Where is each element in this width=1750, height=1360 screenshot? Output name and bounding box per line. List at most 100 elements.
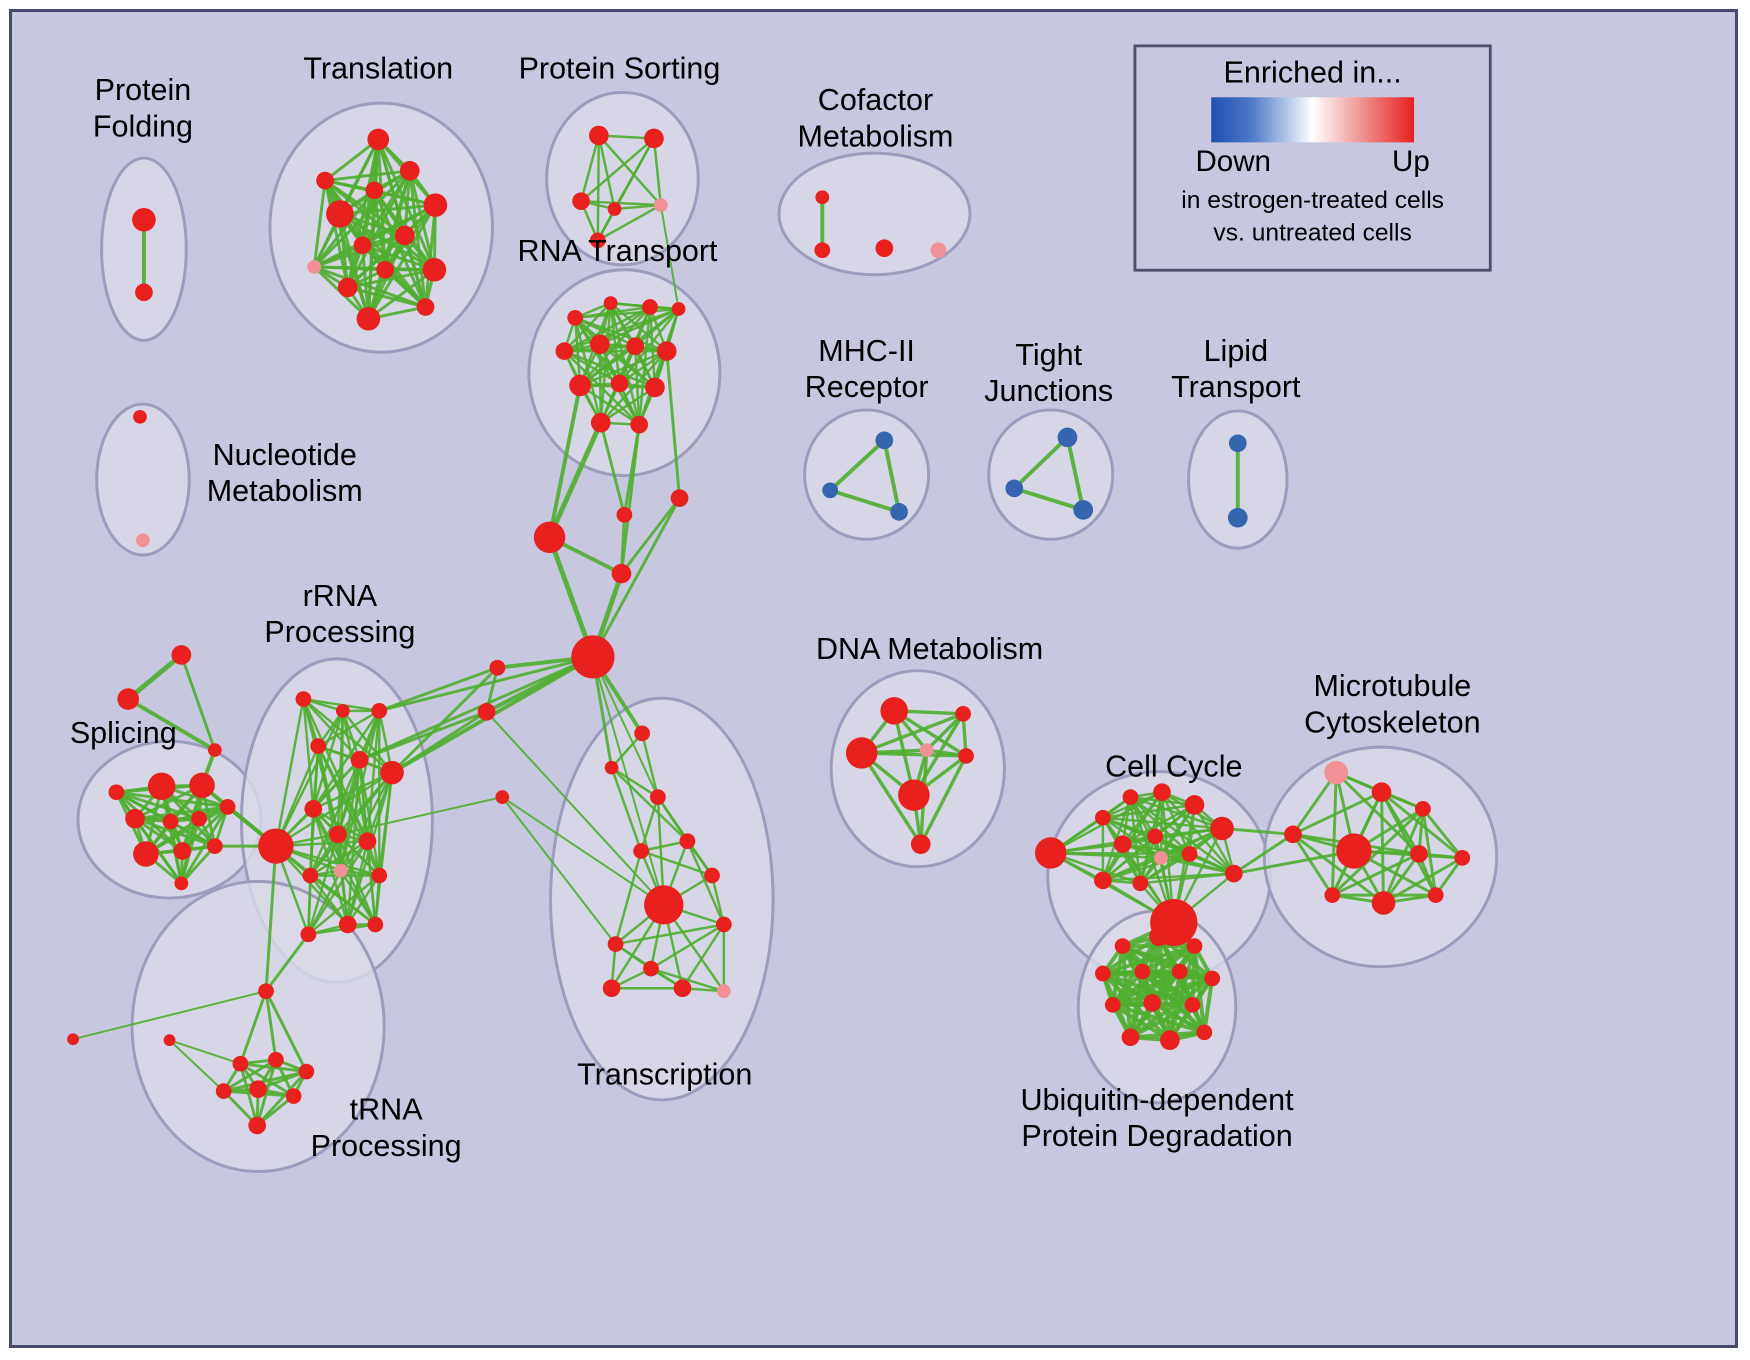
legend-gradient: [1211, 97, 1415, 143]
edge: [652, 137, 663, 207]
edge: [598, 307, 680, 346]
edge: [1129, 795, 1163, 860]
edge: [361, 243, 436, 272]
edge: [573, 316, 641, 426]
edge: [596, 203, 663, 242]
edge: [563, 305, 652, 353]
edge: [302, 697, 315, 811]
edge: [1110, 969, 1182, 1007]
node-rr12: [358, 832, 377, 851]
node-tl3: [326, 200, 354, 228]
node-rr16: [367, 916, 384, 933]
edge: [579, 137, 656, 203]
node-cc10: [1181, 846, 1198, 862]
cluster-ellipse-microtubule-cytoskeleton: [1262, 745, 1499, 969]
edge: [424, 203, 437, 309]
node-ub4: [1095, 965, 1111, 982]
cluster-label-translation: Translation: [303, 52, 453, 86]
edge: [659, 204, 680, 310]
node-rr10: [302, 867, 319, 884]
edge: [323, 137, 380, 183]
edge: [179, 844, 217, 885]
edge: [323, 179, 350, 289]
node-rr4: [310, 738, 327, 754]
edge: [501, 796, 665, 906]
edge: [1012, 486, 1086, 512]
edge: [640, 732, 660, 799]
node-rt12: [630, 415, 649, 434]
edge: [563, 301, 612, 353]
edge: [619, 513, 626, 576]
edge: [264, 989, 278, 1062]
edge: [222, 1058, 278, 1093]
cluster-label-cell-cycle: Cell Cycle: [1105, 750, 1242, 784]
edge: [882, 438, 902, 514]
node-rr9: [329, 825, 347, 844]
node-ub6: [1171, 963, 1188, 980]
edge: [312, 179, 327, 269]
node-rr8: [304, 800, 323, 818]
edge: [125, 652, 184, 702]
legend-up-label: Up: [1392, 145, 1430, 178]
legend-down-label: Down: [1195, 145, 1271, 178]
edge: [710, 874, 726, 926]
node-tc13: [716, 984, 731, 999]
edge: [309, 839, 369, 877]
node-ub11: [1121, 1028, 1140, 1047]
edge: [383, 268, 427, 309]
node-ub13: [1196, 1024, 1213, 1041]
edge: [1121, 842, 1191, 856]
edge: [358, 710, 489, 762]
edge: [346, 839, 369, 926]
edge: [1291, 771, 1338, 836]
edge: [919, 754, 968, 846]
edge: [114, 790, 230, 809]
cluster-ellipse-nucleotide-metabolism: [95, 402, 191, 557]
node-tg1: [171, 645, 192, 665]
edge: [619, 423, 641, 576]
node-tc6: [644, 885, 684, 925]
edge: [1330, 771, 1338, 897]
node-sp5: [191, 810, 207, 827]
node-dm2: [955, 705, 971, 722]
edge: [563, 349, 621, 385]
node-tl12: [422, 258, 447, 282]
edge: [238, 989, 268, 1066]
node-cc1: [1034, 837, 1067, 869]
cluster-label-protein-sorting: Protein Sorting: [519, 52, 721, 86]
node-mc8: [1324, 887, 1341, 903]
edge: [573, 307, 680, 320]
node-fn1: [533, 521, 566, 554]
node-fn2: [616, 506, 633, 523]
edge: [339, 869, 377, 926]
edge: [828, 488, 902, 514]
node-rr5: [350, 751, 369, 769]
edge: [1193, 803, 1236, 875]
edge: [114, 790, 183, 885]
edge: [1421, 807, 1464, 860]
edge: [323, 169, 412, 183]
node-tn0: [258, 983, 274, 1000]
edge: [1140, 969, 1207, 1035]
edge: [686, 839, 726, 926]
node-mc10: [1427, 887, 1444, 903]
node-ub8: [1104, 997, 1121, 1013]
node-ub5: [1134, 963, 1151, 980]
node-dm7: [910, 834, 931, 854]
edge: [610, 766, 660, 799]
node-cc11: [1094, 871, 1112, 890]
node-mc4: [1284, 825, 1302, 844]
node-sp8: [173, 842, 192, 860]
edge: [336, 796, 504, 836]
node-ub3: [1186, 938, 1203, 954]
node-rt1: [567, 309, 584, 326]
edge: [336, 758, 361, 836]
edge: [374, 874, 381, 926]
edge: [1121, 803, 1196, 846]
node-cc12: [1132, 875, 1149, 892]
node-mc5: [1336, 833, 1372, 869]
edge: [358, 655, 595, 762]
edge: [312, 807, 369, 843]
edge: [168, 1039, 225, 1093]
